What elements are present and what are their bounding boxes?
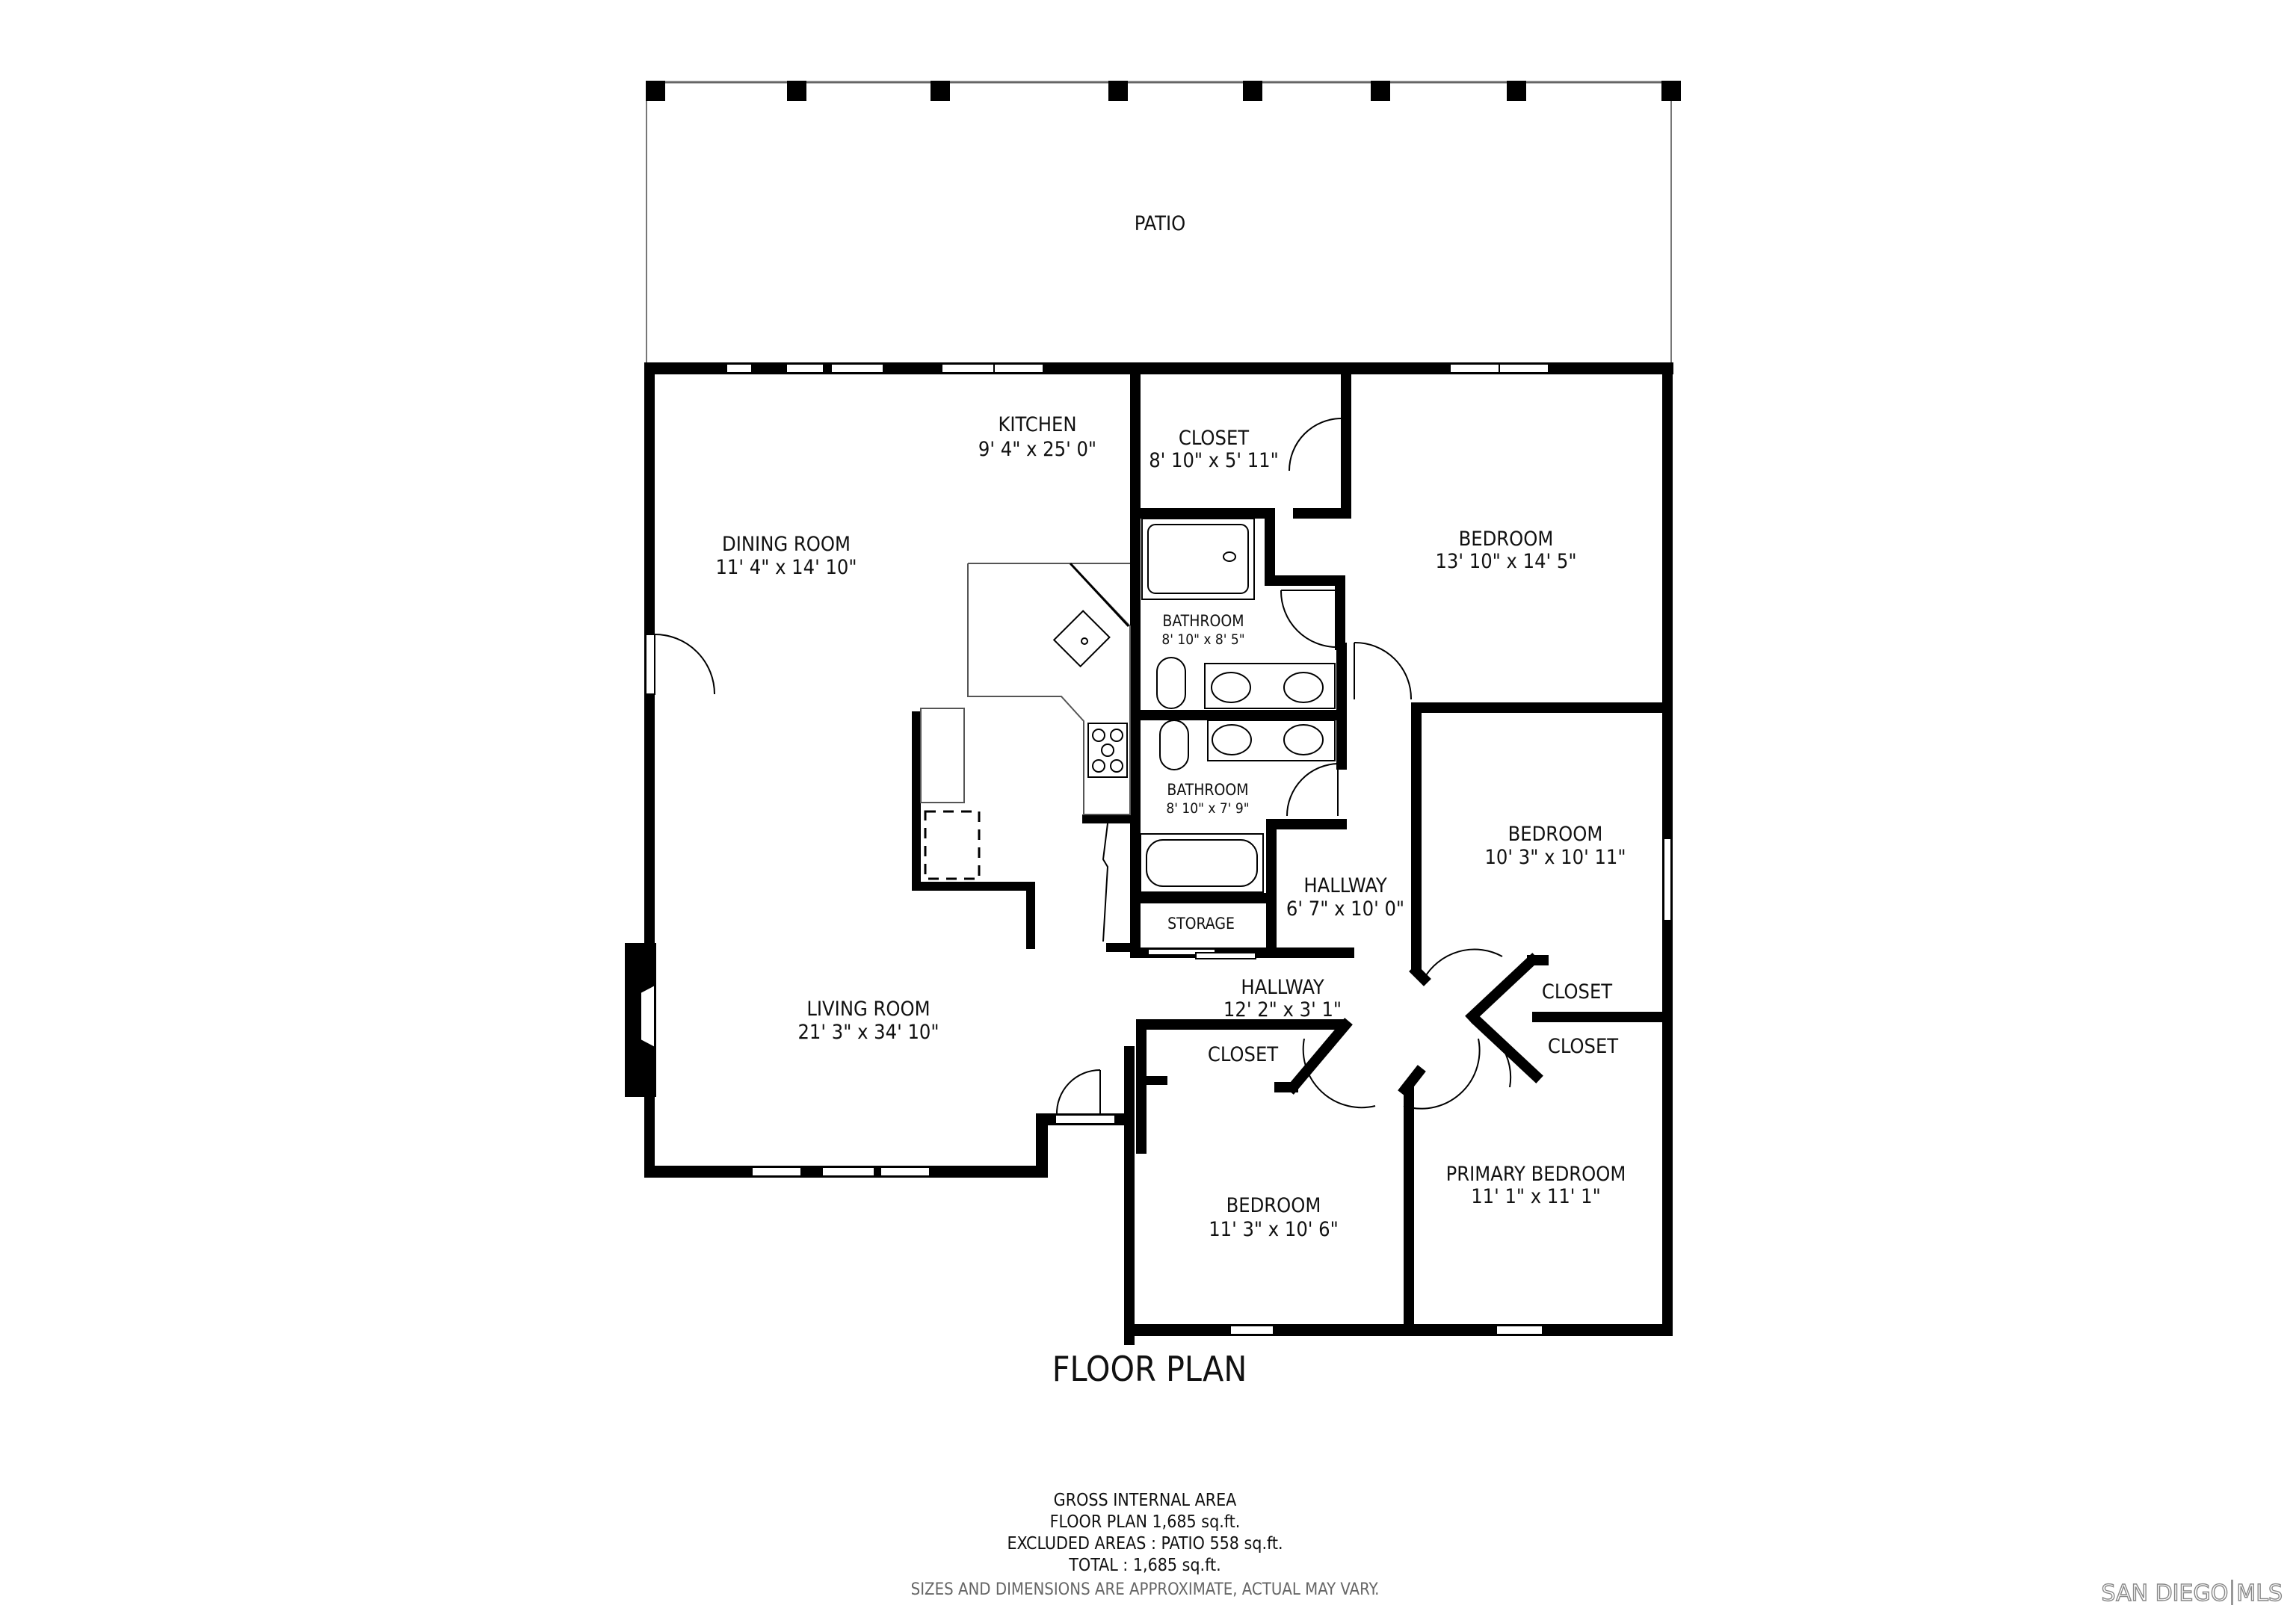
area-summary: GROSS INTERNAL AREA FLOOR PLAN 1,685 sq.…	[911, 1491, 1380, 1599]
mls-watermark: SAN DIEGO MLS	[2101, 1580, 2283, 1607]
label-living: LIVING ROOM	[806, 998, 930, 1021]
label-storage: STORAGE	[1167, 915, 1235, 933]
dims-bedroom-bottom: 11' 3" x 10' 6"	[1209, 1218, 1339, 1241]
dims-bath-1: 8' 10" x 8' 5"	[1161, 631, 1244, 648]
label-bath-1: BATHROOM	[1162, 612, 1244, 630]
dims-hallway-1: 6' 7" x 10' 0"	[1286, 897, 1404, 921]
label-bedroom-top: BEDROOM	[1459, 528, 1554, 551]
patio-posts	[646, 81, 1681, 101]
dims-bath-2: 8' 10" x 7' 9"	[1166, 800, 1249, 817]
label-dining: DINING ROOM	[722, 533, 851, 556]
dims-dining: 11' 4" x 14' 10"	[715, 556, 857, 579]
label-hallway-2: HALLWAY	[1241, 976, 1324, 999]
label-bedroom-bottom: BEDROOM	[1226, 1194, 1321, 1217]
angled-walls	[1274, 953, 1549, 1097]
label-bath-2: BATHROOM	[1167, 781, 1248, 799]
plan-title: FLOOR PLAN	[1052, 1349, 1247, 1389]
patio-area	[646, 81, 1681, 365]
watermark-right: MLS	[2236, 1580, 2283, 1607]
interior-walls	[912, 362, 1673, 1335]
dims-bedroom-mid: 10' 3" x 10' 11"	[1484, 846, 1626, 869]
doors	[654, 418, 1512, 1116]
windows	[640, 363, 1672, 1335]
area-excluded: EXCLUDED AREAS : PATIO 558 sq.ft.	[1007, 1534, 1283, 1554]
area-total: TOTAL : 1,685 sq.ft.	[1068, 1556, 1220, 1575]
label-primary-bedroom: PRIMARY BEDROOM	[1446, 1163, 1626, 1186]
label-closet-top: CLOSET	[1179, 427, 1249, 450]
dims-bedroom-top: 13' 10" x 14' 5"	[1435, 550, 1576, 573]
label-bedroom-mid: BEDROOM	[1508, 823, 1603, 846]
label-patio: PATIO	[1135, 212, 1186, 235]
area-floor-plan: FLOOR PLAN 1,685 sq.ft.	[1050, 1512, 1241, 1532]
fixtures	[920, 518, 1336, 959]
dims-kitchen: 9' 4" x 25' 0"	[978, 438, 1096, 461]
area-disclaimer: SIZES AND DIMENSIONS ARE APPROXIMATE, AC…	[911, 1580, 1380, 1599]
area-heading: GROSS INTERNAL AREA	[1054, 1491, 1237, 1510]
label-kitchen: KITCHEN	[998, 413, 1076, 436]
label-closet-bed-left: CLOSET	[1208, 1043, 1278, 1066]
dims-closet-top: 8' 10" x 5' 11"	[1149, 449, 1279, 472]
label-closet-hall-right: CLOSET	[1542, 980, 1612, 1004]
watermark-divider	[2231, 1580, 2234, 1605]
dims-hallway-2: 12' 2" x 3' 1"	[1223, 998, 1342, 1021]
room-labels: PATIO KITCHEN 9' 4" x 25' 0" CLOSET 8' 1…	[715, 212, 1626, 1241]
label-hallway-1: HALLWAY	[1303, 874, 1387, 897]
dims-primary-bedroom: 11' 1" x 11' 1"	[1471, 1185, 1601, 1208]
dims-living: 21' 3" x 34' 10"	[797, 1021, 939, 1044]
watermark-left: SAN DIEGO	[2101, 1580, 2229, 1607]
label-closet-primary: CLOSET	[1548, 1035, 1618, 1058]
